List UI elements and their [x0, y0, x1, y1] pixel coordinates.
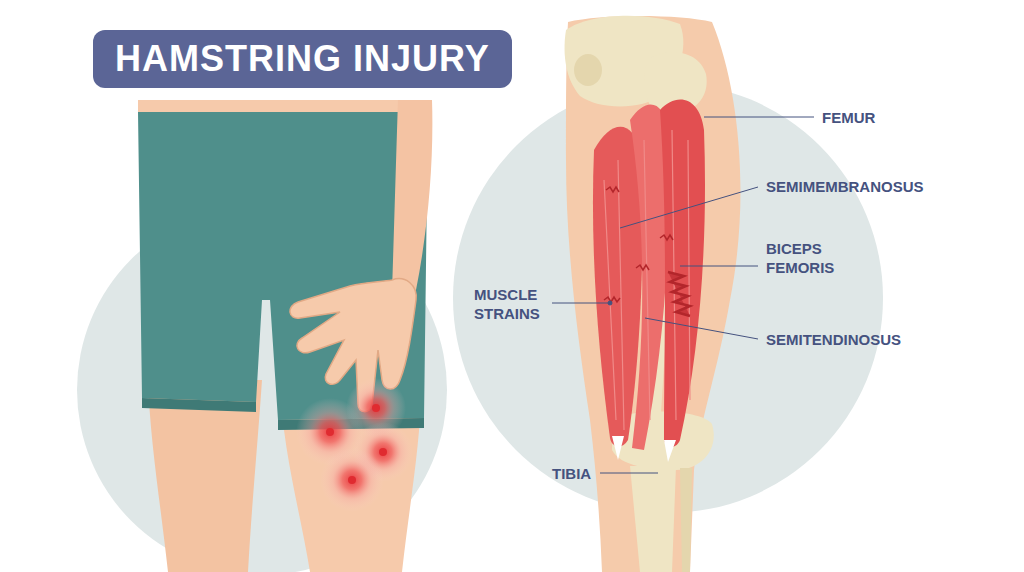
part-label: MUSCLE STRAINS — [474, 285, 550, 323]
thigh-anatomy — [565, 16, 741, 572]
title-banner: HAMSTRING INJURY — [93, 30, 512, 88]
part-label: SEMITENDINOSUS — [766, 330, 1016, 349]
part-label: TIBIA — [552, 464, 612, 483]
background-circle — [453, 83, 883, 513]
part-label: BICEPS FEMORIS — [766, 239, 856, 277]
part-label: SEMIMEMBRANOSUS — [766, 177, 1016, 196]
part-label: FEMUR — [822, 108, 1002, 127]
leg-figure — [138, 100, 432, 572]
leader-lines — [552, 117, 814, 473]
